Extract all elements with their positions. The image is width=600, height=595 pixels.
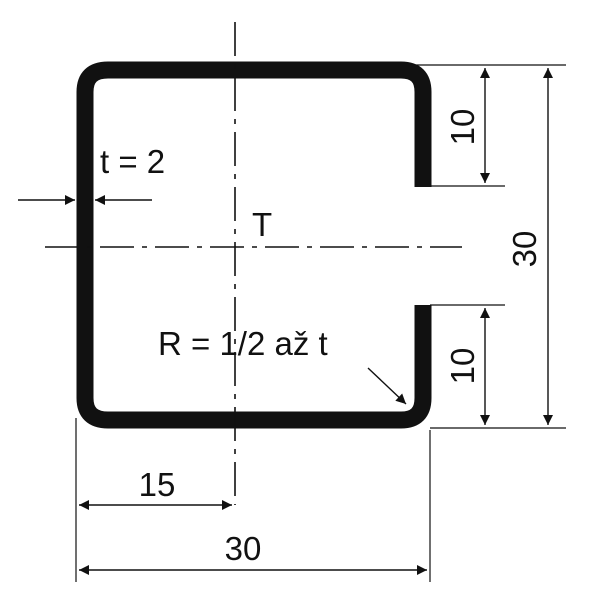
total-height-label: 30 (506, 231, 543, 268)
thickness-label: t = 2 (100, 143, 165, 180)
right-extension-lines (410, 64, 566, 429)
bottom-extension-lines (75, 418, 431, 582)
total-width-label: 30 (225, 530, 262, 567)
bottom-lip-height-label: 10 (444, 348, 481, 385)
centroid-label: T (252, 206, 272, 243)
c-profile-section (76, 61, 432, 429)
radius-label: R = 1/2 až t (158, 325, 328, 362)
half-width-label: 15 (139, 466, 176, 503)
radius-leader-arrow (367, 367, 407, 405)
top-lip-height-label: 10 (444, 109, 481, 146)
